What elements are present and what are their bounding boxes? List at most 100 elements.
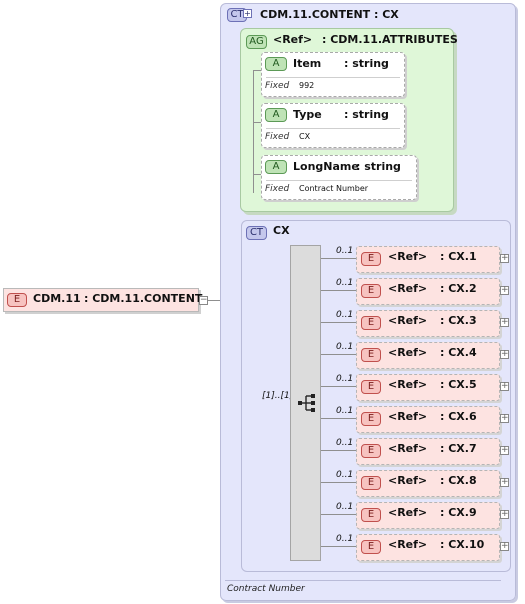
child-element-badge: E (361, 540, 381, 554)
child-occurrence: 0..1 (336, 246, 354, 256)
inner-complex-type-name: CX (273, 224, 290, 237)
child-element-ref: <Ref> (388, 442, 428, 455)
annotation-divider (225, 580, 501, 581)
child-occurrence: 0..1 (336, 534, 354, 544)
child-element-badge: E (361, 508, 381, 522)
expand-icon[interactable]: + (500, 509, 509, 519)
child-connector (321, 418, 357, 419)
child-connector (321, 354, 357, 355)
child-element-ref: <Ref> (388, 314, 428, 327)
child-element-badge: E (361, 412, 381, 426)
ag-inner-trunk (253, 70, 254, 193)
child-element-badge: E (361, 476, 381, 490)
child-occurrence: 0..1 (336, 502, 354, 512)
attribute-badge: A (265, 160, 287, 174)
expand-icon[interactable]: + (243, 9, 252, 18)
root-connector (207, 300, 231, 301)
child-occurrence: 0..1 (336, 310, 354, 320)
attribute-name: LongName (293, 160, 359, 173)
child-connector (321, 290, 357, 291)
child-element-ref: <Ref> (388, 538, 428, 551)
annotation-text: Contract Number (227, 584, 305, 594)
child-element-ref: <Ref> (388, 250, 428, 263)
child-element[interactable] (356, 502, 500, 529)
complex-type-title: CDM.11.CONTENT : CX (260, 8, 399, 21)
fixed-value: 992 (299, 81, 315, 90)
attr-connector (253, 174, 261, 175)
child-connector (321, 546, 357, 547)
sequence-icon (298, 394, 315, 412)
child-element-type: : CX.4 (440, 346, 477, 359)
expand-icon[interactable]: + (500, 413, 509, 423)
child-element-ref: <Ref> (388, 410, 428, 423)
attribute-longname[interactable] (261, 155, 417, 200)
child-element-badge: E (361, 444, 381, 458)
child-element-type: : CX.9 (440, 506, 477, 519)
child-element-badge: E (361, 284, 381, 298)
expand-icon[interactable]: + (500, 381, 509, 391)
child-element-type: : CX.7 (440, 442, 477, 455)
attribute-group-ref: <Ref> (273, 33, 313, 46)
child-occurrence: 0..1 (336, 470, 354, 480)
attribute-badge: A (265, 108, 287, 122)
attribute-group-badge: AG (246, 35, 267, 49)
expand-icon[interactable]: + (500, 477, 509, 487)
child-element-type: : CX.8 (440, 474, 477, 487)
root-element-type: : CDM.11.CONTENT (84, 292, 203, 305)
root-element-name: CDM.11 (33, 292, 81, 305)
collapse-icon[interactable]: − (199, 295, 208, 305)
fixed-value: CX (299, 132, 311, 141)
expand-icon[interactable]: + (500, 253, 509, 263)
expand-icon[interactable]: + (500, 317, 509, 327)
child-element-type: : CX.2 (440, 282, 477, 295)
child-element-type: : CX.6 (440, 410, 477, 423)
fixed-value: Contract Number (299, 184, 369, 193)
child-connector (321, 386, 357, 387)
child-element-type: : CX.10 (440, 538, 485, 551)
child-element-ref: <Ref> (388, 474, 428, 487)
attr-connector (253, 70, 261, 71)
attribute-type: : string (356, 160, 401, 173)
expand-icon[interactable]: + (500, 349, 509, 359)
child-element-type: : CX.5 (440, 378, 477, 391)
attribute-type-item[interactable] (261, 103, 405, 148)
expand-icon[interactable]: + (500, 541, 509, 551)
sequence-occurrence: [1]..[1] (262, 391, 294, 401)
attribute-group-type: : CDM.11.ATTRIBUTES (322, 33, 458, 46)
child-occurrence: 0..1 (336, 438, 354, 448)
fixed-label: Fixed (265, 184, 290, 194)
child-element-type: : CX.3 (440, 314, 477, 327)
child-element-badge: E (361, 252, 381, 266)
attr-connector (253, 122, 261, 123)
expand-icon[interactable]: + (500, 285, 509, 295)
attribute-type: : string (344, 57, 389, 70)
child-element-badge: E (361, 316, 381, 330)
attribute-badge: A (265, 57, 287, 71)
fixed-label: Fixed (265, 81, 290, 91)
child-occurrence: 0..1 (336, 374, 354, 384)
attribute-type: : string (344, 108, 389, 121)
child-element-ref: <Ref> (388, 506, 428, 519)
inner-complex-type-badge: CT (246, 226, 267, 240)
child-element-badge: E (361, 348, 381, 362)
child-element[interactable] (356, 246, 500, 273)
child-element-type: : CX.1 (440, 250, 477, 263)
attribute-name: Item (293, 57, 322, 70)
child-element-badge: E (361, 380, 381, 394)
attribute-name: Type (293, 108, 322, 121)
child-element-ref: <Ref> (388, 378, 428, 391)
child-occurrence: 0..1 (336, 342, 354, 352)
child-element[interactable] (356, 470, 500, 497)
child-element-ref: <Ref> (388, 282, 428, 295)
child-occurrence: 0..1 (336, 278, 354, 288)
child-connector (321, 322, 357, 323)
child-occurrence: 0..1 (336, 406, 354, 416)
child-connector (321, 482, 357, 483)
root-element[interactable] (3, 288, 199, 312)
root-element-badge: E (7, 293, 27, 307)
child-element-ref: <Ref> (388, 346, 428, 359)
child-connector (321, 514, 357, 515)
expand-icon[interactable]: + (500, 445, 509, 455)
child-connector (321, 450, 357, 451)
fixed-label: Fixed (265, 132, 290, 142)
